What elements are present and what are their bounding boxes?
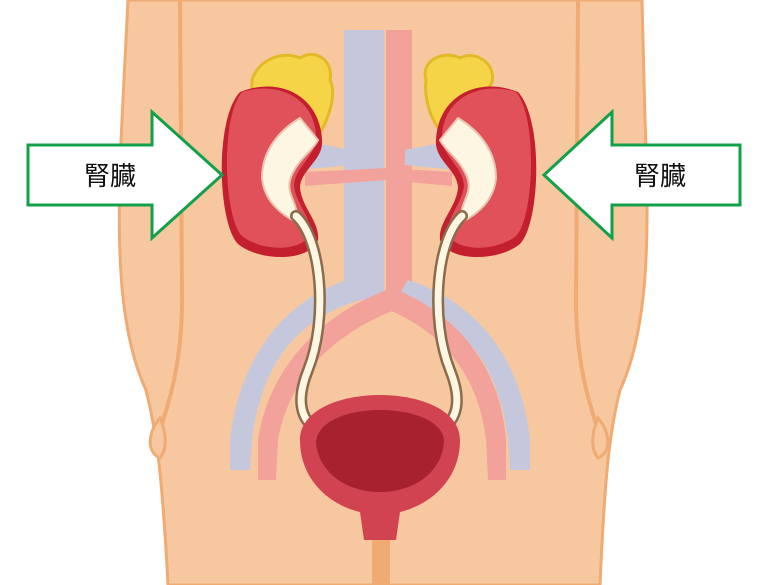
arrow-left-label: 腎臓: [84, 162, 136, 192]
arrow-right-label: 腎臓: [634, 162, 686, 192]
